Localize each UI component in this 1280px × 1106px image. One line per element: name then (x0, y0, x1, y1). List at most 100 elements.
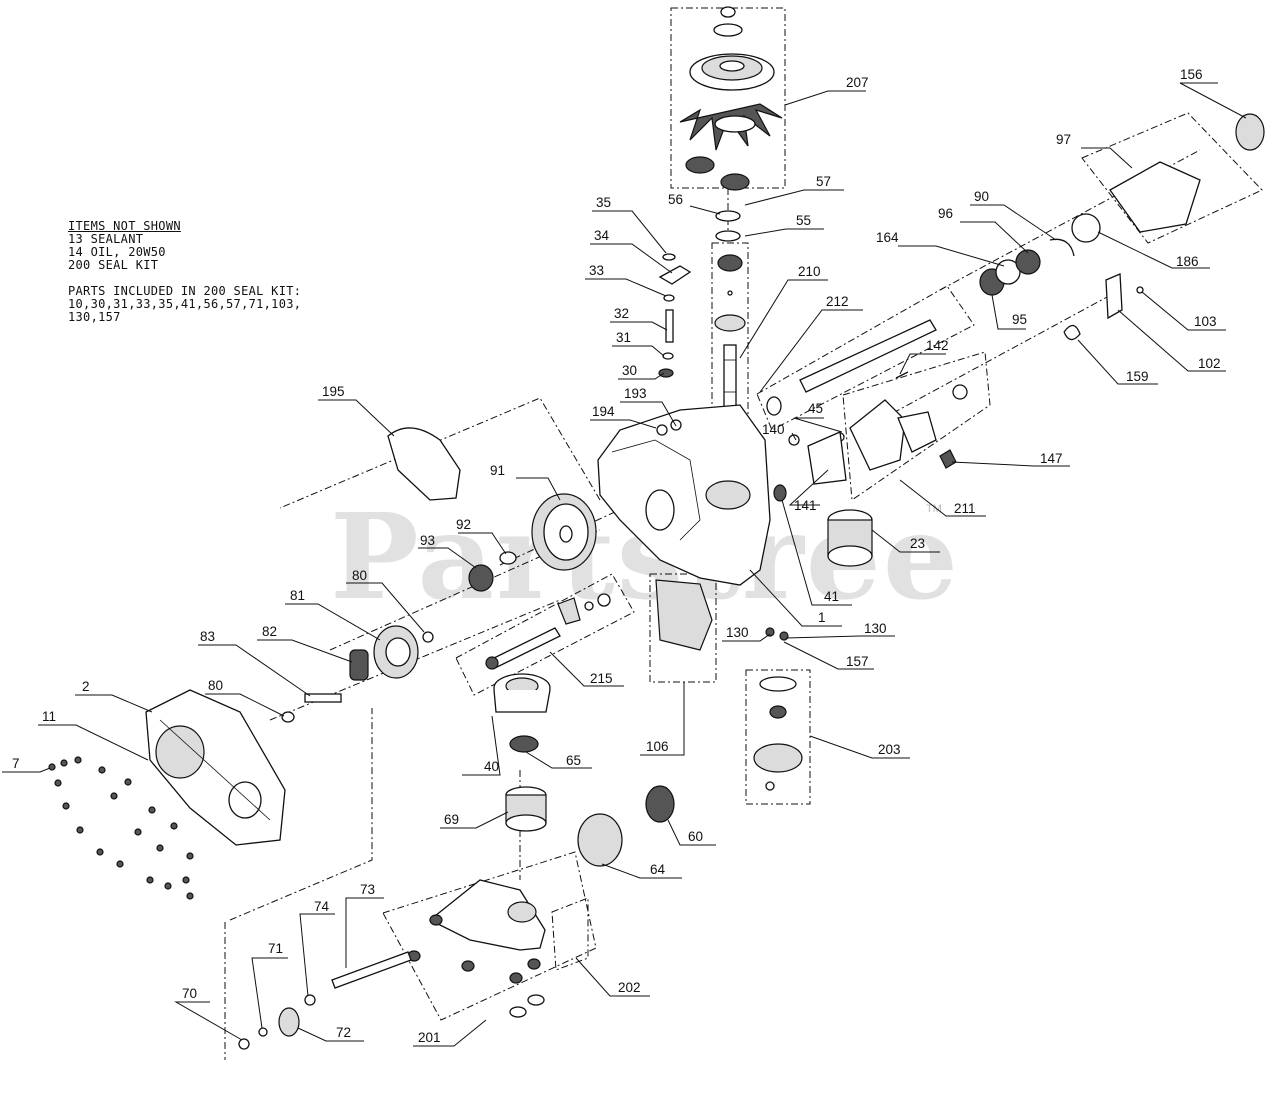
shaft-210-part (714, 254, 746, 416)
group-box-207 (670, 7, 786, 189)
callout-81: 81 (290, 588, 305, 603)
seal-65-part (509, 735, 539, 753)
trunnion-40-part (493, 673, 551, 713)
callout-32: 32 (614, 306, 629, 321)
callout-102: 102 (1198, 356, 1221, 371)
washer-80a-part (422, 631, 434, 643)
callout-2: 2 (82, 679, 90, 694)
end-cover-2-part (145, 689, 286, 846)
callout-11: 11 (42, 709, 56, 724)
callout-212: 212 (826, 294, 849, 309)
shaft-73-part (331, 951, 412, 989)
callout-96: 96 (938, 206, 953, 221)
callout-164: 164 (876, 230, 899, 245)
group-box-211 (842, 351, 991, 501)
callout-83: 83 (200, 629, 215, 644)
callout-130-right: 130 (864, 621, 887, 636)
notes-kit-list-1: 10,30,31,33,35,41,56,57,71,103, (68, 297, 302, 311)
bearing-96-part (1015, 249, 1041, 275)
notes-kit-title: PARTS INCLUDED IN 200 SEAL KIT: (68, 284, 302, 298)
gear-72-part (278, 1007, 300, 1037)
plate-141-part (807, 431, 847, 485)
callout-92: 92 (456, 517, 471, 532)
washer-142b-part (952, 384, 968, 400)
callout-labels: 207 57 56 55 35 34 33 32 31 30 193 194 2… (12, 67, 1221, 1045)
callout-156: 156 (1180, 67, 1203, 82)
callout-140: 140 (762, 422, 785, 437)
callout-147: 147 (1040, 451, 1063, 466)
washer-140-part (788, 434, 800, 446)
axis-102 (879, 289, 1121, 421)
callout-90: 90 (974, 189, 989, 204)
watermark-trademark: TM (926, 503, 942, 515)
callout-202: 202 (618, 980, 641, 995)
group-box-202 (551, 897, 589, 971)
pin-83-part (304, 693, 342, 703)
bearing-93-part (468, 564, 494, 592)
parts-drawing (48, 6, 1265, 1050)
callout-207: 207 (846, 75, 869, 90)
callout-203: 203 (878, 742, 901, 757)
notes-line-oil: 14 OIL, 20W50 (68, 245, 166, 259)
small-pins-30-35 (658, 253, 692, 378)
arm-102-part (1105, 273, 1123, 320)
clip-103-part (1136, 286, 1144, 294)
pin-142-part (895, 371, 909, 379)
group-box-215 (455, 573, 635, 696)
callout-60: 60 (688, 829, 703, 844)
lever-211-part (897, 411, 937, 453)
filter-23-part (827, 509, 873, 567)
callout-35: 35 (596, 195, 611, 210)
group-box-203 (745, 669, 811, 805)
ring-55-part (715, 230, 741, 242)
callout-41: 41 (824, 589, 839, 604)
callout-194: 194 (592, 404, 615, 419)
notes-heading: ITEMS NOT SHOWN (68, 219, 181, 233)
callout-82: 82 (262, 624, 277, 639)
callout-211: 211 (954, 501, 976, 516)
washer-92-part (499, 551, 517, 565)
callout-34: 34 (594, 228, 610, 243)
callout-106: 106 (646, 739, 669, 754)
cylinder-64-part (577, 813, 623, 867)
callout-30: 30 (622, 363, 637, 378)
callout-23: 23 (910, 536, 925, 551)
callout-159: 159 (1126, 369, 1149, 384)
leader-lines (2, 82, 1247, 1047)
callout-71: 71 (268, 941, 283, 956)
callout-130-left: 130 (726, 625, 749, 640)
callout-56: 56 (668, 192, 683, 207)
shaft-215-part (485, 593, 611, 670)
callout-142: 142 (926, 338, 949, 353)
cover-195-part (387, 427, 461, 501)
pinion-82-part (349, 649, 369, 681)
bolts-7-part (48, 756, 194, 900)
callout-55: 55 (796, 213, 811, 228)
ring-90-part (1049, 238, 1075, 257)
callout-95: 95 (1012, 312, 1027, 327)
baffle-106-part (655, 579, 713, 651)
group-box-106 (649, 573, 717, 683)
gear-81-part (373, 625, 419, 679)
group-box-201 (382, 851, 597, 1021)
notes-line-seal-kit: 200 SEAL KIT (68, 258, 159, 272)
gear-91-part (531, 493, 597, 571)
callout-69: 69 (444, 812, 459, 827)
group-box-97 (1081, 112, 1263, 244)
bracket-211-part (849, 399, 906, 471)
bearing-156-part (1235, 113, 1265, 151)
cylinder-69-part (505, 786, 547, 832)
callout-215: 215 (590, 671, 613, 686)
seal-60-part (645, 785, 675, 823)
washer-164-part (995, 259, 1021, 285)
callout-80-upper: 80 (352, 568, 367, 583)
callout-210: 210 (798, 264, 821, 279)
washer-74-part (304, 994, 316, 1006)
seal-41-part (773, 484, 787, 502)
washer-80b-part (281, 711, 295, 723)
callout-64: 64 (650, 862, 666, 877)
valve-203-part (753, 676, 803, 791)
washer-70-part (238, 1038, 250, 1050)
items-not-shown-notes: ITEMS NOT SHOWN 13 SEALANT 14 OIL, 20W50… (68, 220, 388, 324)
main-housing-part (597, 404, 771, 586)
